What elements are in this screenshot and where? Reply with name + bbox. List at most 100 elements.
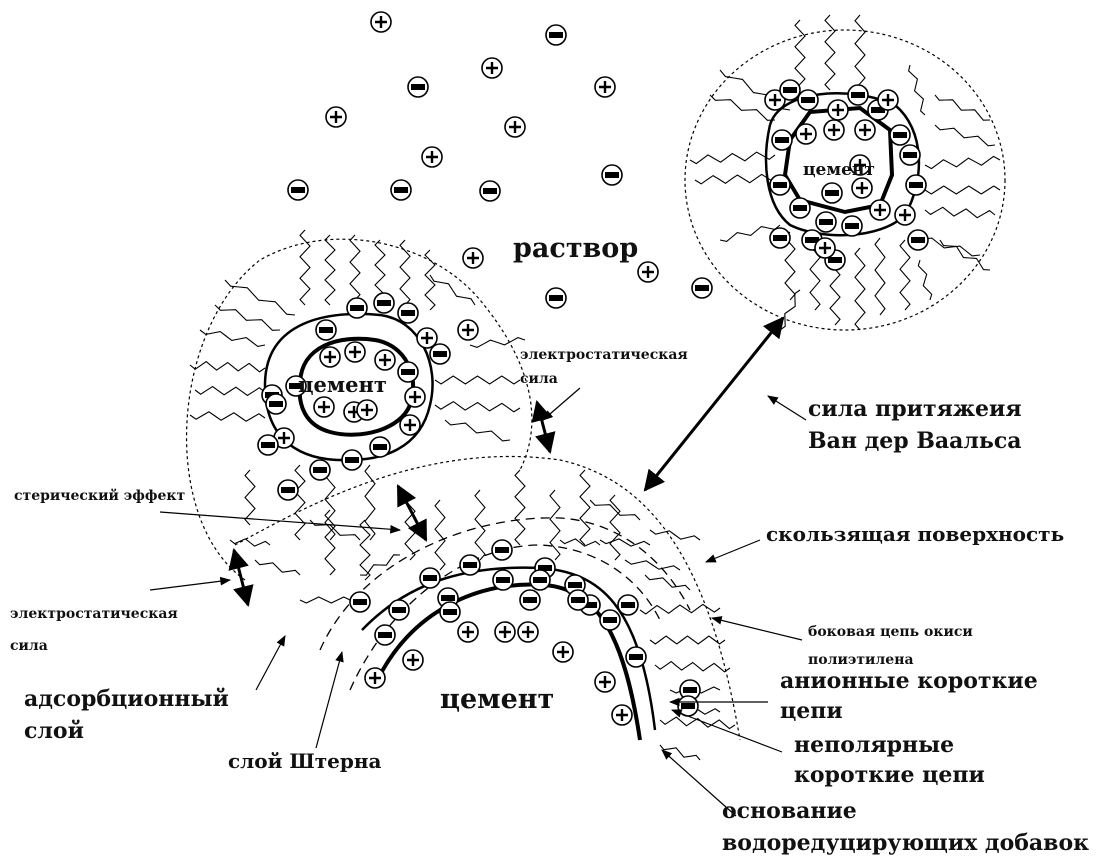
negative-ion-icon	[546, 288, 566, 308]
sliding-surface-label: скользящая поверхность	[766, 522, 1064, 546]
positive-ion-icon	[638, 262, 658, 282]
electrostatic-top-label-2: сила	[520, 371, 558, 387]
negative-ion-icon	[430, 344, 450, 364]
positive-ion-icon	[505, 117, 525, 137]
polymer-chain	[918, 260, 931, 300]
polymer-chain	[645, 575, 690, 590]
polymer-chain	[310, 520, 360, 540]
polymer-chain	[470, 338, 525, 348]
negative-ion-icon	[370, 437, 390, 457]
positive-ion-icon	[320, 347, 340, 367]
negative-ion-icon	[908, 230, 928, 250]
positive-ion-icon	[855, 120, 875, 140]
polymer-chain	[780, 290, 800, 330]
polymer-chain	[325, 470, 335, 540]
left-cement-label: цемент	[298, 372, 387, 397]
negative-ion-icon	[822, 183, 842, 203]
right-cement-label: цемент	[803, 160, 875, 180]
positive-ion-icon	[495, 622, 515, 642]
positive-ion-icon	[815, 238, 835, 258]
negative-ion-icon	[266, 394, 286, 414]
polymer-chain	[600, 539, 650, 546]
adsorption-layer-label-2: слой	[24, 718, 84, 744]
polymer-chain	[925, 156, 1000, 168]
polymer-chain	[650, 530, 700, 540]
vdw-force-arrow	[645, 318, 783, 490]
polymer-chain	[935, 125, 995, 146]
polymer-chain	[300, 597, 350, 603]
negative-ion-icon	[790, 198, 810, 218]
polymer-chain	[580, 470, 590, 545]
positive-ion-icon	[314, 397, 334, 417]
negative-ion-icon	[848, 85, 868, 105]
polymer-chain	[610, 495, 620, 560]
positive-ion-icon	[595, 672, 615, 692]
negative-ion-icon	[389, 600, 409, 620]
positive-ion-icon	[458, 622, 478, 642]
negative-ion-icon	[626, 647, 646, 667]
negative-ion-icon	[602, 165, 622, 185]
text-labels: раствор цемент цемент цемент электростат…	[10, 160, 1089, 856]
negative-ion-icon	[692, 278, 712, 298]
polymer-chain	[660, 717, 735, 729]
polymer-chain	[940, 240, 990, 270]
steric-effect-arrow	[398, 486, 426, 540]
positive-ion-icon	[463, 248, 483, 268]
negative-ion-icon	[310, 460, 330, 480]
polymer-chain	[400, 240, 410, 305]
polymer-chain	[925, 207, 995, 217]
negative-ion-icon	[520, 590, 540, 610]
positive-ion-icon	[482, 58, 502, 78]
negative-ion-icon	[347, 298, 367, 318]
polymer-chain	[195, 387, 265, 396]
polymer-chain	[295, 465, 305, 540]
positive-ion-icon	[345, 342, 365, 362]
positive-ion-icon	[518, 622, 538, 642]
negative-ion-icon	[493, 570, 513, 590]
polymer-chain	[360, 555, 400, 575]
negative-ion-icon	[408, 77, 428, 97]
negative-ion-icon	[816, 212, 836, 232]
negative-ion-icon	[374, 293, 394, 313]
polymer-chain	[650, 636, 725, 644]
vdw-label-2: Ван дер Ваальса	[808, 428, 1022, 454]
polymer-chain	[855, 248, 865, 330]
negative-ion-icon	[798, 90, 818, 110]
polymer-chain	[255, 560, 300, 575]
negative-ion-icon	[842, 216, 862, 236]
polymer-chain	[325, 510, 335, 575]
right-particle-envelope	[685, 30, 1005, 330]
negative-ion-icon	[900, 145, 920, 165]
positive-ion-icon	[375, 350, 395, 370]
positive-ion-icon	[796, 124, 816, 144]
polymer-chain	[825, 15, 835, 90]
anionic-chains-label: анионные короткие	[780, 668, 1038, 694]
negative-ion-icon	[890, 125, 910, 145]
polymer-chain	[515, 470, 525, 545]
negative-ion-icon	[258, 435, 278, 455]
negative-ion-icon	[460, 555, 480, 575]
polymer-chain	[625, 560, 680, 570]
positive-ion-icon	[400, 415, 420, 435]
side-chain-label-2: полиэтилена	[808, 652, 914, 668]
polymer-chain	[900, 240, 910, 310]
anionic-chains-label-2: цепи	[780, 698, 843, 724]
polymer-chain	[475, 490, 485, 560]
positive-ion-icon	[326, 107, 346, 127]
electrostatic-left-label-2: сила	[10, 638, 48, 654]
polymer-chain	[435, 402, 520, 412]
negative-ion-icon	[618, 595, 638, 615]
negative-ion-icon	[492, 540, 512, 560]
positive-ion-icon	[612, 705, 632, 725]
polymer-chain	[550, 490, 560, 560]
positive-ion-icon	[417, 328, 437, 348]
polymer-chain	[190, 412, 265, 421]
positive-ion-icon	[365, 668, 385, 688]
nonpolar-chains-label: неполярные	[794, 732, 954, 758]
polymer-chain	[365, 465, 375, 540]
negative-ion-icon	[772, 130, 792, 150]
ions	[258, 12, 928, 725]
negative-ion-icon	[350, 592, 370, 612]
negative-ion-icon	[278, 480, 298, 500]
